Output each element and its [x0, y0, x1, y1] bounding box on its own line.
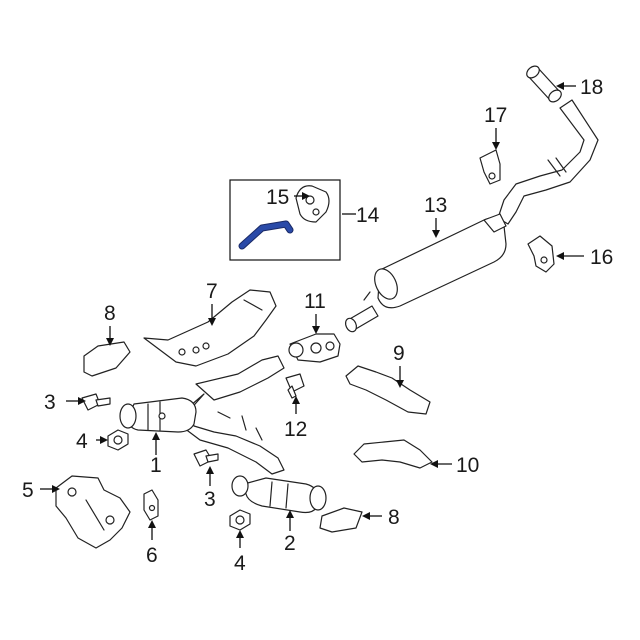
callout-14: 14 [356, 204, 380, 227]
nut-left [107, 429, 129, 451]
heat-shield-rear [353, 439, 433, 469]
heat-shield [143, 289, 277, 367]
bolt [285, 373, 305, 399]
rear-hanger-bracket [527, 235, 555, 273]
callout-13: 13 [424, 194, 447, 217]
callout-6: 6 [146, 544, 158, 567]
nut-center [229, 509, 251, 531]
callout-16: 16 [590, 246, 613, 269]
bolt-left [81, 393, 111, 411]
callout-4-left: 4 [76, 430, 88, 453]
sensor-assembly [288, 333, 341, 363]
y-pipe [183, 355, 285, 475]
heat-shield-center [345, 365, 431, 415]
hanger-bracket [479, 149, 501, 185]
callout-5: 5 [22, 479, 34, 502]
callout-3-left: 3 [44, 391, 56, 414]
exhaust-tip [526, 65, 562, 103]
callout-7: 7 [206, 280, 218, 303]
bolt-center [193, 449, 219, 467]
tailpipe [497, 99, 599, 225]
hanger-kit-box [229, 179, 341, 261]
leader-lines [40, 82, 584, 548]
callout-17: 17 [484, 104, 507, 127]
callout-8-right: 8 [388, 506, 400, 529]
callout-11: 11 [304, 290, 326, 313]
mount-bracket [55, 475, 131, 549]
callout-2: 2 [284, 532, 296, 555]
callout-8-left: 8 [104, 302, 116, 325]
catalytic-converter-rear [231, 475, 327, 514]
callout-15: 15 [266, 186, 289, 209]
callout-labels: 1 2 3 3 4 4 5 6 7 8 8 9 10 11 12 13 14 1… [22, 76, 613, 575]
callout-9: 9 [393, 342, 405, 365]
heat-shield-plate-left [83, 341, 131, 377]
catalytic-converter-front [119, 397, 197, 433]
callout-3-center: 3 [204, 488, 216, 511]
heat-shield-plate-right [319, 507, 363, 533]
callout-1: 1 [150, 454, 162, 477]
callout-18: 18 [580, 76, 603, 99]
callout-4-center: 4 [234, 552, 246, 575]
callout-10: 10 [456, 454, 479, 477]
muffler [344, 213, 507, 333]
small-bracket [143, 489, 159, 521]
callout-12: 12 [284, 418, 307, 441]
